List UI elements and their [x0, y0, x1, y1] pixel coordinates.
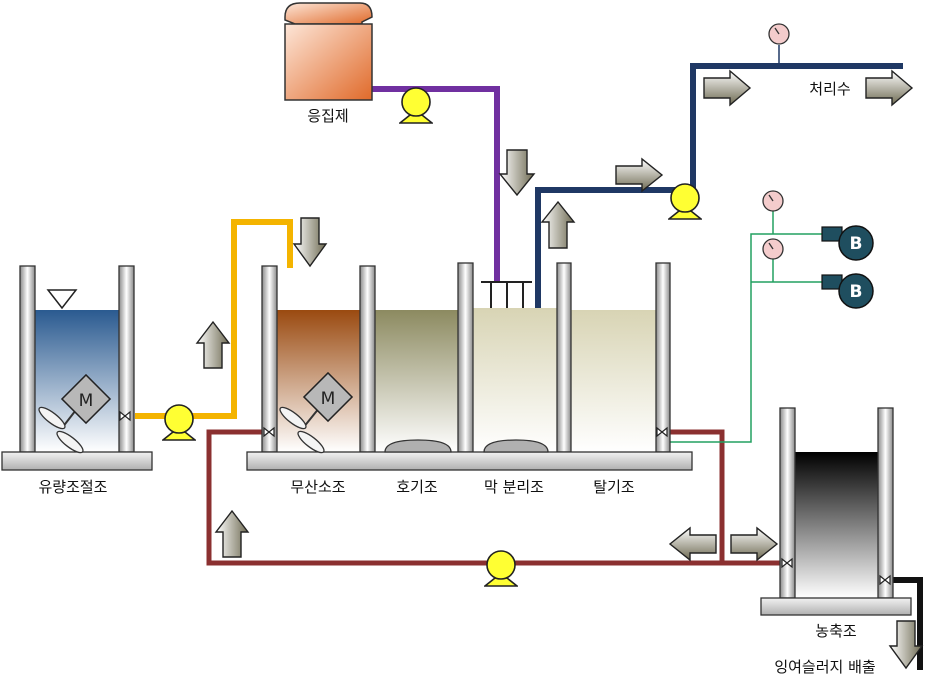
svg-text:M: M [321, 389, 336, 409]
coagulant-line [372, 86, 500, 282]
flow-arrow-down-icon [888, 620, 924, 670]
valve-icon [119, 410, 891, 586]
sludge-transfer-line [662, 429, 725, 563]
permeate-pump-icon [668, 183, 702, 220]
sludge-discharge-line [885, 577, 923, 670]
deoxygenation-tank-label: 탈기조 [593, 478, 635, 496]
treated-water-line [535, 63, 903, 308]
feed-line [135, 219, 293, 419]
flow-arrow-up-icon [195, 320, 231, 369]
coagulant-tank [284, 2, 373, 101]
equalization-tank-label: 유량조절조 [38, 478, 107, 496]
svg-text:M: M [79, 391, 94, 411]
excess-sludge-label: 잉여슬러지 배출 [774, 658, 875, 676]
flow-arrow-right-icon [865, 69, 914, 107]
feed-pump-icon [162, 404, 196, 441]
coagulant-diffuser [481, 281, 532, 318]
thickener-tank [760, 407, 912, 616]
return-pump-icon [484, 550, 518, 587]
equalization-tank [1, 265, 153, 471]
pressure-gauge-icon [768, 23, 790, 45]
flow-arrow-right-icon [703, 69, 752, 107]
blower-icon: B [821, 273, 874, 309]
coagulant-label: 응집제 [307, 107, 348, 125]
svg-text:B: B [850, 282, 863, 302]
flow-arrow-up-icon [214, 509, 250, 558]
flow-arrow-up-icon [540, 200, 576, 249]
svg-text:B: B [850, 234, 863, 254]
water-level-icon [46, 289, 78, 310]
thickener-label: 농축조 [815, 622, 857, 640]
anoxic-tank-label: 무산소조 [290, 478, 345, 496]
coagulant-pump-icon [399, 87, 433, 124]
pressure-gauge-icon [762, 190, 784, 212]
air-diffuser-icon [483, 439, 549, 453]
flow-arrow-down-icon [292, 217, 328, 268]
air-diffuser-icon [384, 439, 452, 453]
membrane-tank-label: 막 분리조 [484, 478, 544, 496]
mixer-icon: M [279, 371, 354, 454]
flow-arrow-down-icon [498, 149, 536, 197]
pressure-gauge-icon [762, 238, 784, 260]
treated-water-label: 처리수 [809, 80, 850, 98]
flow-arrow-right-icon [615, 157, 664, 193]
flow-arrow-right-icon [730, 526, 779, 562]
mixer-icon: M [38, 373, 112, 454]
aerobic-tank-label: 호기조 [396, 478, 438, 496]
flow-arrow-left-icon [668, 526, 717, 562]
blower-icon: B [821, 225, 874, 261]
main-reactor [246, 262, 693, 471]
